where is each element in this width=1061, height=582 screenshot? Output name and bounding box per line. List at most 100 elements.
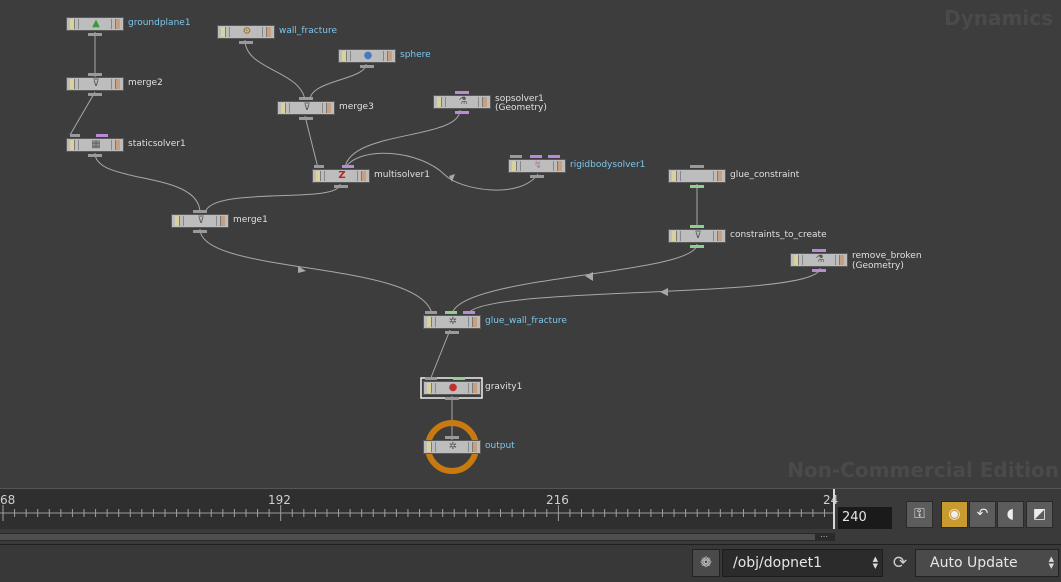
- node-body[interactable]: ⊽: [171, 214, 229, 228]
- node-body[interactable]: ⚗: [790, 253, 848, 267]
- node-body[interactable]: ⚗: [433, 95, 491, 109]
- realtime-icon[interactable]: ◉: [941, 501, 968, 528]
- output-port[interactable]: [334, 185, 348, 188]
- sphere-icon: ●: [363, 50, 373, 61]
- node-label: staticsolver1: [128, 139, 186, 149]
- current-frame-field[interactable]: 240: [838, 507, 892, 529]
- wire-arrow: [298, 266, 306, 273]
- merge-icon: ⊽: [197, 215, 205, 226]
- input-port[interactable]: [88, 73, 102, 76]
- brain-icon[interactable]: ❁: [692, 549, 720, 577]
- timeline-bar: 68 192 216 24 240 ⚿ ◉ ↶ ◖ ◩ ⋯: [0, 488, 1061, 545]
- node-body[interactable]: Z: [312, 169, 370, 183]
- constraint-network-icon: ✲: [448, 316, 458, 327]
- input-port[interactable]: [96, 134, 108, 137]
- node-body[interactable]: ⚙: [217, 25, 275, 39]
- node-sublabel: (Geometry): [495, 103, 547, 113]
- node-label: glue_wall_fracture: [485, 316, 567, 326]
- merge-icon: ⊽: [92, 78, 100, 89]
- node-label: gravity1: [485, 382, 523, 392]
- node-body[interactable]: ▦: [66, 138, 124, 152]
- output-port[interactable]: [88, 33, 102, 36]
- node-body[interactable]: ✲: [423, 440, 481, 454]
- input-port[interactable]: [463, 311, 475, 314]
- expand-icon[interactable]: ◩: [1026, 501, 1053, 528]
- network-path-field[interactable]: /obj/dopnet1 ▲▼: [722, 549, 883, 577]
- groundplane-icon: ▲: [92, 18, 100, 29]
- network-editor[interactable]: Dynamics Non-Commercial Edition: [0, 0, 1061, 488]
- output-port[interactable]: [299, 117, 313, 120]
- fracture-icon: ⚙: [242, 26, 252, 37]
- input-port[interactable]: [455, 91, 469, 94]
- node-body[interactable]: ▲: [66, 17, 124, 31]
- frame-ruler[interactable]: 68 192 216 24: [0, 489, 838, 529]
- input-port[interactable]: [445, 436, 459, 439]
- node-label: merge2: [128, 78, 163, 88]
- static-solver-icon: ▦: [91, 139, 101, 150]
- output-port[interactable]: [360, 65, 374, 68]
- output-port[interactable]: [445, 331, 459, 334]
- wire-multisolver-merge1: [204, 183, 341, 214]
- keys-icon[interactable]: ⚿: [906, 501, 933, 528]
- node-label: multisolver1: [374, 170, 430, 180]
- rigidbody-icon: ↯: [533, 160, 543, 171]
- node-body[interactable]: ⊽: [277, 101, 335, 115]
- node-body[interactable]: [668, 169, 726, 183]
- timeline-scrollbar[interactable]: ⋯: [0, 533, 835, 541]
- wire-rigidbody-multisolver: [344, 152, 539, 191]
- input-port[interactable]: [548, 155, 560, 158]
- input-port[interactable]: [530, 155, 542, 158]
- input-port[interactable]: [70, 134, 80, 137]
- input-port[interactable]: [812, 249, 826, 252]
- audio-icon[interactable]: ◖: [997, 501, 1024, 528]
- output-port[interactable]: [812, 269, 826, 272]
- input-port[interactable]: [445, 311, 457, 314]
- node-label: glue_constraint: [730, 170, 800, 180]
- updown-arrows-icon: ▲▼: [1048, 555, 1054, 570]
- refresh-icon[interactable]: ⟳: [892, 553, 908, 573]
- wire-arrow: [585, 272, 593, 281]
- output-port[interactable]: [239, 41, 253, 44]
- tick-label: 68: [0, 493, 16, 507]
- input-port[interactable]: [299, 97, 313, 100]
- input-port[interactable]: [690, 225, 704, 228]
- output-port[interactable]: [193, 230, 207, 233]
- output-port[interactable]: [455, 111, 469, 114]
- output-port[interactable]: [690, 185, 704, 188]
- output-port[interactable]: [88, 93, 102, 96]
- ruler-ticks: [0, 505, 835, 521]
- input-port[interactable]: [690, 165, 704, 168]
- output-port[interactable]: [88, 154, 102, 157]
- playhead[interactable]: [833, 489, 835, 529]
- input-port[interactable]: [193, 210, 207, 213]
- update-mode-select[interactable]: Auto Update ▲▼: [915, 549, 1059, 577]
- tick-label: 216: [546, 493, 569, 507]
- input-port[interactable]: [342, 165, 354, 168]
- node-label: merge1: [233, 215, 268, 225]
- node-body[interactable]: ●: [423, 381, 481, 395]
- node-label: output: [485, 441, 515, 451]
- output-port[interactable]: [445, 397, 459, 400]
- input-port[interactable]: [510, 155, 522, 158]
- node-body[interactable]: ↯: [508, 159, 566, 173]
- input-port[interactable]: [314, 165, 324, 168]
- wire-gluewall-gravity: [429, 329, 451, 381]
- node-body[interactable]: ●: [338, 49, 396, 63]
- constraint-icon: [691, 170, 705, 182]
- loop-icon[interactable]: ↶: [969, 501, 996, 528]
- wire-removebroken-gluewall: [467, 267, 821, 315]
- input-port[interactable]: [453, 377, 465, 380]
- output-icon: ✲: [448, 441, 458, 452]
- node-body[interactable]: ✲: [423, 315, 481, 329]
- tick-label: 192: [268, 493, 291, 507]
- input-port[interactable]: [425, 311, 437, 314]
- output-port[interactable]: [690, 245, 704, 248]
- node-body[interactable]: ⊽: [668, 229, 726, 243]
- scrollbar-thumb[interactable]: [0, 534, 815, 540]
- scroll-handle-icon[interactable]: ⋯: [820, 532, 828, 541]
- input-port[interactable]: [425, 377, 437, 380]
- node-sublabel: (Geometry): [852, 261, 904, 271]
- wire-sphere-merge3: [309, 63, 367, 101]
- node-body[interactable]: ⊽: [66, 77, 124, 91]
- output-port[interactable]: [530, 175, 544, 178]
